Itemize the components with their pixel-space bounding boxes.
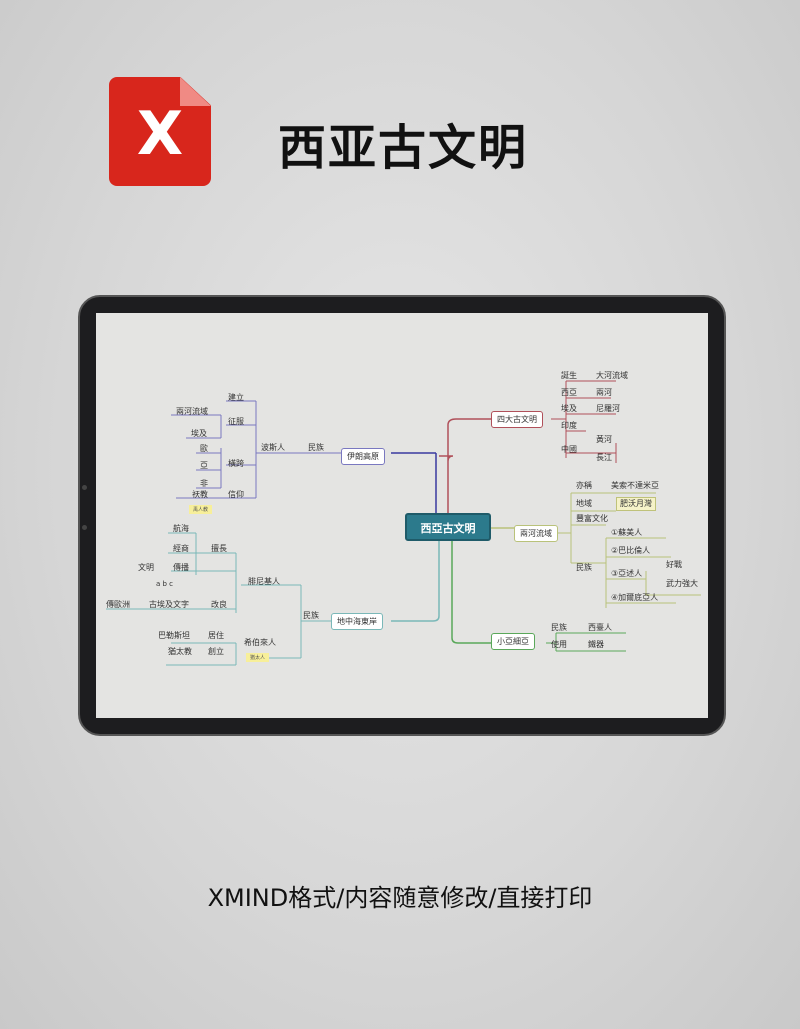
topic-hittites[interactable]: 西臺人 <box>588 623 612 632</box>
topic-asia-minor[interactable]: 小亞細亞 <box>491 633 535 650</box>
topic-phoenicians[interactable]: 腓尼基人 <box>248 577 280 586</box>
topic-judaism[interactable]: 猶太教 <box>168 647 192 656</box>
note-label[interactable]: 禹人教 <box>189 505 213 514</box>
topic-china[interactable]: 中國 <box>561 445 577 454</box>
topic-navigation[interactable]: 航海 <box>173 524 189 533</box>
topic-india[interactable]: 印度 <box>561 421 577 430</box>
topic-strong-military[interactable]: 武力強大 <box>666 579 698 588</box>
topic-assyrians[interactable]: ③亞述人 <box>611 569 643 578</box>
note-label[interactable]: 猶太人 <box>246 653 270 662</box>
topic-palestine[interactable]: 巴勒斯坦 <box>158 631 190 640</box>
topic-peoples[interactable]: 民族 <box>308 443 324 452</box>
topic-region[interactable]: 地域 <box>576 499 592 508</box>
topic-reside[interactable]: 居住 <box>208 631 224 640</box>
footer-caption: XMIND格式/内容随意修改/直接打印 <box>207 884 593 912</box>
topic-good-at[interactable]: 擅長 <box>211 544 227 553</box>
topic-rich-culture[interactable]: 豐富文化 <box>576 514 608 523</box>
topic-use[interactable]: 使用 <box>551 640 567 649</box>
xmind-file-icon: X <box>109 77 211 186</box>
topic-commerce[interactable]: 經商 <box>173 544 189 553</box>
topic-river-valleys[interactable]: 大河流域 <box>596 371 628 380</box>
topic-span[interactable]: 橫跨 <box>228 459 244 468</box>
topic-improve[interactable]: 改良 <box>211 600 227 609</box>
topic-establish[interactable]: 建立 <box>228 393 244 402</box>
topic-hebrews[interactable]: 希伯來人 <box>244 638 276 647</box>
topic-yangtze[interactable]: 長江 <box>596 453 612 462</box>
topic-nile[interactable]: 尼羅河 <box>596 404 620 413</box>
topic-conquer[interactable]: 征服 <box>228 417 244 426</box>
topic-spread[interactable]: 傳播 <box>173 563 189 572</box>
alphabet-image: a b c <box>156 580 174 588</box>
topic-two-rivers-region[interactable]: 兩河流域 <box>514 525 558 542</box>
camera-dot <box>82 485 87 490</box>
topic-peoples[interactable]: 民族 <box>303 611 319 620</box>
topic-mesopotamia[interactable]: 美索不達米亞 <box>611 481 659 490</box>
mindmap-canvas: 西亞古文明 四大古文明 誕生 大河流域 西亞 兩河 埃及 尼羅河 印度 中國 黃… <box>96 313 708 718</box>
topic-babylonians[interactable]: ②巴比倫人 <box>611 546 651 555</box>
page-title: 西亚古文明 <box>278 120 529 176</box>
topic-iranian-plateau[interactable]: 伊朗高原 <box>341 448 385 465</box>
topic-europe[interactable]: 歐 <box>200 444 208 453</box>
topic-egypt[interactable]: 埃及 <box>561 404 577 413</box>
topic-warlike[interactable]: 好戰 <box>666 560 682 569</box>
topic-two-rivers[interactable]: 兩河流域 <box>176 407 208 416</box>
topic-eastern-mediterranean[interactable]: 地中海東岸 <box>331 613 383 630</box>
topic-yellow-river[interactable]: 黃河 <box>596 435 612 444</box>
topic-fertile-crescent[interactable]: 肥沃月灣 <box>616 497 656 511</box>
topic-to-europe[interactable]: 傳歐洲 <box>106 600 130 609</box>
topic-egyptian-script[interactable]: 古埃及文字 <box>149 600 189 609</box>
topic-four-civilizations[interactable]: 四大古文明 <box>491 411 543 428</box>
topic-birth[interactable]: 誕生 <box>561 371 577 380</box>
connector-lines <box>106 380 701 666</box>
topic-found[interactable]: 創立 <box>208 647 224 656</box>
topic-persians[interactable]: 波斯人 <box>261 443 285 452</box>
topic-africa[interactable]: 非 <box>200 479 208 488</box>
topic-egypt[interactable]: 埃及 <box>191 429 207 438</box>
topic-zoroastrianism[interactable]: 祆教 <box>192 490 208 499</box>
central-topic[interactable]: 西亞古文明 <box>405 513 491 541</box>
topic-two-rivers[interactable]: 兩河 <box>596 388 612 397</box>
camera-dot <box>82 525 87 530</box>
topic-chaldeans[interactable]: ④加爾底亞人 <box>611 593 659 602</box>
topic-west-asia[interactable]: 西亞 <box>561 388 577 397</box>
topic-sumerians[interactable]: ①蘇美人 <box>611 528 643 537</box>
topic-peoples[interactable]: 民族 <box>551 623 567 632</box>
topic-iron[interactable]: 鐵器 <box>588 640 604 649</box>
topic-asia[interactable]: 亞 <box>200 461 208 470</box>
topic-also-called[interactable]: 亦稱 <box>576 481 592 490</box>
topic-peoples[interactable]: 民族 <box>576 563 592 572</box>
topic-faith[interactable]: 信仰 <box>228 490 244 499</box>
topic-civilization[interactable]: 文明 <box>138 563 154 572</box>
